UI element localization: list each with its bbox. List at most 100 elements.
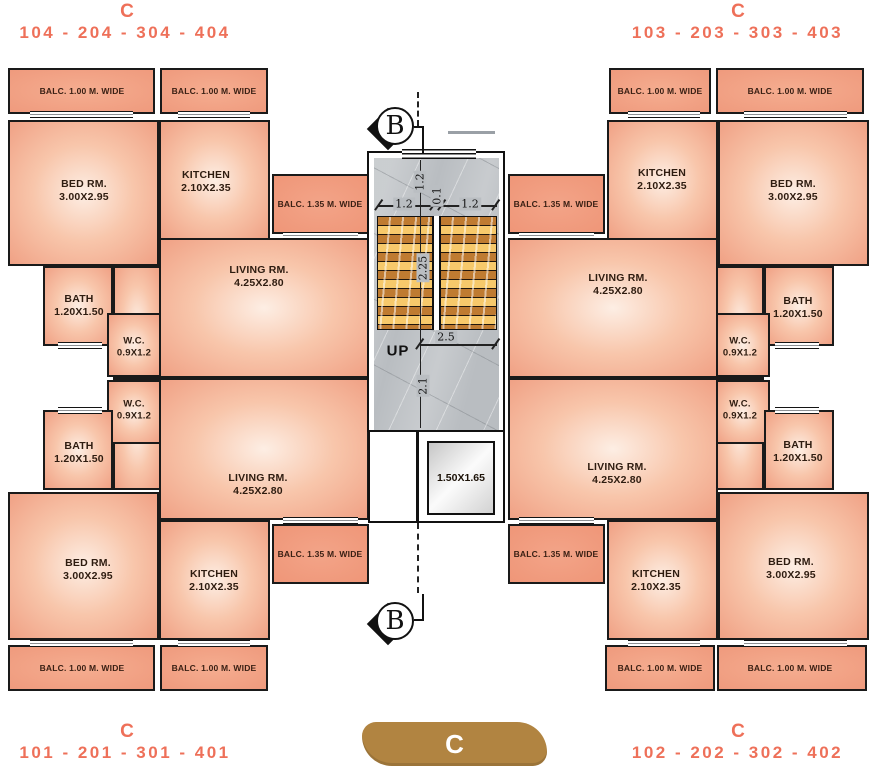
room-label-bath: BATH 1.20X1.50 [773,439,823,465]
dim-label: 1.2 [459,197,481,211]
wc [107,380,161,444]
room-name: BED RM. [61,178,107,191]
balcony-label: BALC. 1.35 M. WIDE [513,199,599,209]
room-dim: 3.00X2.95 [59,191,109,203]
kitchen [159,520,270,640]
section-letter-bottom-left: C [120,721,134,742]
kitchen [607,120,718,240]
unit-numbers-top-right: 103 - 203 - 303 - 403 [631,23,844,42]
room-name: BATH [783,295,813,308]
room-label-wc: W.C. 0.9X1.2 [723,335,757,358]
room-name: LIVING RM. [588,272,648,285]
room-label-bedroom: BED RM. 3.00X2.95 [63,557,113,583]
room-dim: 3.00X2.95 [766,569,816,581]
room-name: BATH [783,439,813,452]
window [775,407,819,414]
window [283,517,358,524]
balcony-large [508,524,605,584]
unit-numbers-bottom-left: 101 - 201 - 301 - 401 [19,743,231,762]
room-name: BED RM. [65,557,111,570]
room-dim: 4.25X2.80 [234,277,284,289]
dim-line [420,344,497,346]
balcony-large [272,524,369,584]
balcony-large [272,174,369,234]
section-connector [414,594,424,621]
dim-label: 2.1 [416,375,430,397]
stair-flight-left [377,216,433,330]
room-name: BATH [64,293,94,306]
balcony-label: BALC. 1.00 M. WIDE [171,86,257,96]
room-dim: 2.10X2.35 [189,581,239,593]
bedroom [8,492,159,640]
room-name: KITCHEN [637,167,687,180]
room-name: LIVING RM. [228,472,288,485]
room-label-kitchen: KITCHEN 2.10X2.35 [181,169,231,195]
balcony-label: BALC. 1.35 M. WIDE [277,199,363,209]
room-label-living: LIVING RM. 4.25X2.80 [228,472,287,498]
balcony-label: BALC. 1.00 M. WIDE [39,663,125,673]
balcony-label: BALC. 1.00 M. WIDE [617,663,703,673]
bedroom [718,492,869,640]
bedroom [8,120,159,266]
marker-circle: B [376,107,414,145]
window [178,111,250,118]
stair-window [402,149,476,159]
room-dim: 0.9X1.2 [722,347,758,358]
window [744,111,847,118]
section-connector [414,126,424,154]
wc [716,313,770,377]
window [775,342,819,349]
section-marker-b-bottom: B [366,598,422,646]
room-name: KITCHEN [181,169,231,182]
room-dim: 1.20X1.50 [773,452,823,464]
section-letter-top-right: C [731,1,745,22]
room-dim: 4.25X2.80 [593,285,643,297]
room-name: LIVING RM. [229,264,289,277]
room-dim: 4.25X2.80 [233,485,283,497]
room-name: BED RM. [770,178,816,191]
window [744,640,847,647]
stair-rail [433,216,440,330]
room-name: LIVING RM. [587,461,647,474]
room-name: W.C. [123,335,145,347]
room-label-bath: BATH 1.20X1.50 [54,293,104,319]
unit-numbers-bottom-right: 102 - 202 - 302 - 402 [631,743,844,762]
room-label-wc: W.C. 0.9X1.2 [723,398,757,421]
balcony-label: BALC. 1.00 M. WIDE [617,86,703,96]
room-label-living: LIVING RM. 4.25X2.80 [587,461,646,487]
balcony [716,68,864,114]
room-label-bedroom: BED RM. 3.00X2.95 [768,178,818,204]
dim-label: 0.1 [430,185,444,207]
window [30,640,133,647]
room-name: W.C. [729,335,751,347]
living-room [508,238,718,378]
room-name: KITCHEN [631,568,681,581]
room-label-bedroom: BED RM. 3.00X2.95 [59,178,109,204]
section-line [417,523,419,593]
room-label-kitchen: KITCHEN 2.10X2.35 [637,167,687,193]
section-marker-b-top: B [366,103,422,151]
room-name: BED RM. [768,556,814,569]
window [519,517,594,524]
room-dim: 3.00X2.95 [63,570,113,582]
window [30,111,133,118]
dim-line [420,160,421,428]
room-dim: 0.9X1.2 [116,410,152,421]
section-letter-top-left: C [120,1,134,22]
room-label-kitchen: KITCHEN 2.10X2.35 [631,568,681,594]
bathroom [43,266,113,346]
marker-circle: B [376,602,414,640]
room-name: W.C. [729,398,751,410]
room-name: BATH [64,440,94,453]
room-dim: 0.9X1.2 [722,410,758,421]
room-dim: 3.00X2.95 [768,191,818,203]
room-label-wc: W.C. 0.9X1.2 [117,398,151,421]
room-dim: 2.10X2.35 [637,180,687,192]
living-room [508,378,718,520]
room-dim: 1.20X1.50 [773,308,823,320]
kitchen [607,520,718,640]
window [283,232,358,239]
unit-numbers-top-left: 104 - 204 - 304 - 404 [19,23,231,42]
reference-line [448,131,495,134]
dim-label: 1.2 [413,171,427,193]
